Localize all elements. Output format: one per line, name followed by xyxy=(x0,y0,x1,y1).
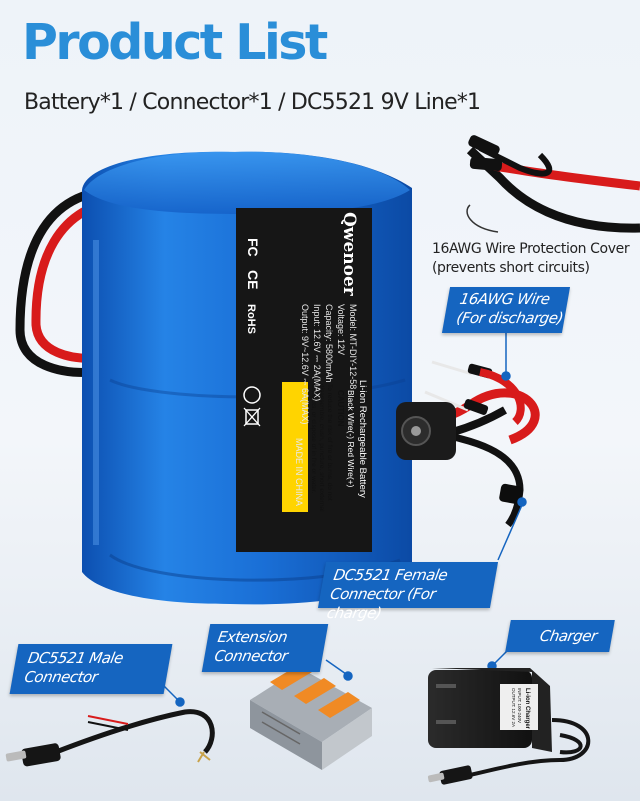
battery-voltage: Voltage: 12V xyxy=(336,304,346,355)
page-title: Product List xyxy=(22,14,328,71)
wire-protection-cover-image xyxy=(466,135,640,233)
wall-charger xyxy=(427,668,591,785)
recycle-icons xyxy=(243,386,261,427)
female-connector-line-1: DC5521 Female xyxy=(332,566,449,584)
charger-label-title: Li-ion Charger xyxy=(524,688,530,730)
package-contents-subtitle: Battery*1 / Connector*1 / DC5521 9V Line… xyxy=(24,90,481,115)
caution-title: CAUTION xyxy=(336,390,345,427)
extension-lever-connector xyxy=(250,664,372,770)
battery-origin: MADE IN CHINA xyxy=(294,438,304,506)
battery-label xyxy=(236,208,372,552)
protection-cover-line-1: 16AWG Wire Protection Cover xyxy=(432,241,630,257)
extension-connector-line-1: Extension xyxy=(216,628,289,646)
battery-brand: Qwenoer xyxy=(339,212,359,297)
male-connector-line-2: Connector xyxy=(23,668,100,686)
dc5521-male-cable xyxy=(5,709,215,767)
cert-fc-mark: FC xyxy=(245,238,261,257)
cert-ce-mark: CE xyxy=(245,270,261,289)
battery-output: Output: 9V~12.6V ⎓ 6A(MAX) xyxy=(300,304,310,425)
protection-cover-line-2: (prevents short circuits) xyxy=(432,260,590,276)
battery-chemistry: Li-ion Rechargeable Battery xyxy=(357,380,368,498)
extension-connector-line-2: Connector xyxy=(213,647,290,665)
wire-callout-line-1: 16AWG Wire xyxy=(458,290,552,308)
battery-capacity: Capacity: 5800mAh xyxy=(324,304,334,383)
cert-rohs-mark: RoHS xyxy=(245,304,257,334)
battery-model: Model: MT-DIY-12-58 xyxy=(348,304,358,389)
wire-callout-tag: 16AWG Wire (For discharge) xyxy=(441,287,571,333)
female-connector-callout-tag: DC5521 Female Connector (For charge) xyxy=(317,562,499,622)
charger-label: Li-ion Charger INPUT: 100-240V OUTPUT: 1… xyxy=(511,688,530,730)
charger-label-output: OUTPUT: 12.6V 2A xyxy=(511,688,516,727)
charger-label-input: INPUT: 100-240V xyxy=(517,688,522,723)
charger-callout-label: Charger xyxy=(538,627,599,645)
dc5521-female-connector xyxy=(396,402,524,528)
female-connector-line-2: Connector (For charge) xyxy=(325,585,437,622)
wire-callout-line-2: (For discharge) xyxy=(455,309,565,327)
male-connector-callout-tag: DC5521 Male Connector xyxy=(9,644,173,694)
caution-line-2: disassemble, crush, puncture, short exte… xyxy=(318,384,325,512)
male-connector-line-1: DC5521 Male xyxy=(26,649,125,667)
protection-cover-callout: 16AWG Wire Protection Cover (prevents sh… xyxy=(432,240,630,278)
extension-connector-callout-tag: Extension Connector xyxy=(201,624,329,672)
battery-lead-wires xyxy=(15,185,126,377)
battery-wire-polarity: Black Wire(-) Red Wire(+) xyxy=(346,390,356,488)
caution-line-3: contacts, or dispose of in fire or water… xyxy=(310,384,317,494)
battery-input: Input: 12.6V ⎓ 2A(MAX) xyxy=(312,304,322,401)
charger-callout-tag: Charger xyxy=(505,620,615,652)
battery-label-text: Qwenoer Model: MT-DIY-12-58 Voltage: 12V… xyxy=(245,212,368,512)
caution-line-1: To reduce the risk of fire or burns, do … xyxy=(326,384,333,501)
